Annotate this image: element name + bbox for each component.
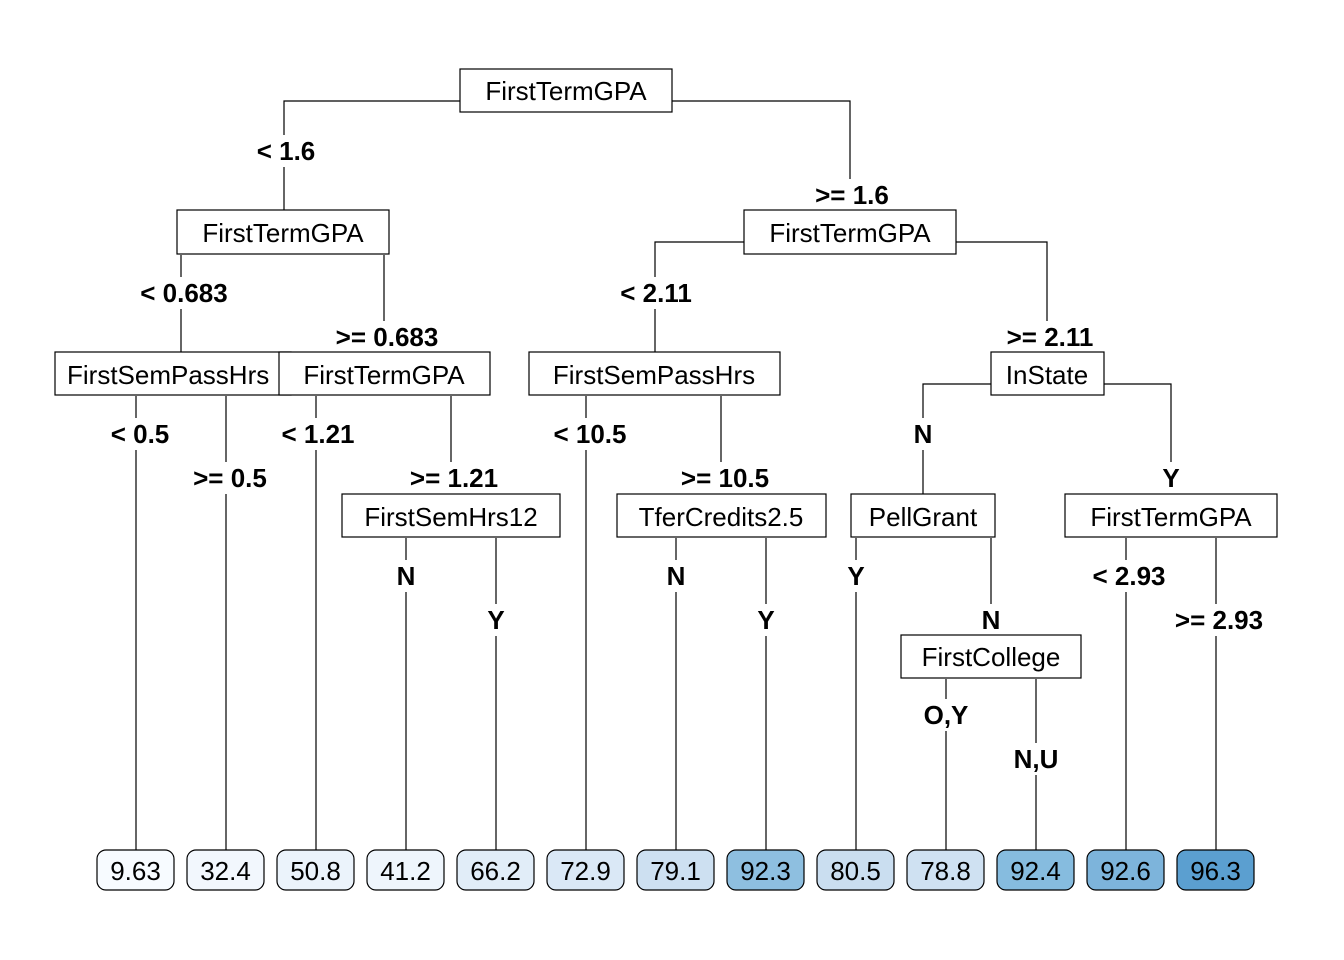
node-label: FirstTermGPA — [202, 218, 364, 248]
leaf-node: 79.1 — [636, 849, 715, 891]
split-label: N — [667, 561, 686, 591]
leaf-node: 32.4 — [186, 849, 265, 891]
leaf-value: 92.4 — [1010, 856, 1061, 886]
leaf-box — [636, 849, 715, 891]
node-label: InState — [1006, 360, 1088, 390]
tree-node: FirstTermGPA — [459, 68, 673, 113]
tree-node: FirstTermGPA — [278, 351, 491, 396]
node-label: TferCredits2.5 — [639, 502, 804, 532]
leaf-box — [996, 849, 1075, 891]
split-label: >= 1.6 — [815, 180, 889, 210]
node-label: FirstSemPassHrs — [67, 360, 269, 390]
split-label: < 10.5 — [553, 419, 626, 449]
leaf-value: 92.3 — [740, 856, 791, 886]
leaf-value: 9.63 — [110, 856, 161, 886]
split-label: < 1.6 — [257, 136, 316, 166]
edge-n3-right — [956, 241, 1048, 352]
node-label: PellGrant — [869, 502, 978, 532]
split-label: N — [397, 561, 416, 591]
leaf-node: 92.3 — [726, 849, 805, 891]
tree-node: FirstSemPassHrs — [528, 351, 781, 396]
tree-node: FirstTermGPA — [1064, 493, 1278, 538]
leaf-value: 78.8 — [920, 856, 971, 886]
edge-root-left — [283, 100, 460, 210]
leaf-value: 80.5 — [830, 856, 881, 886]
leaf-nodes: 9.63 32.4 50.8 41.2 66.2 72.9 79.1 92.3 80.5 78.8… — [96, 849, 1255, 891]
leaf-node: 92.6 — [1086, 849, 1165, 891]
split-label: N,U — [1014, 744, 1059, 774]
node-label: FirstSemPassHrs — [553, 360, 755, 390]
leaf-node: 78.8 — [906, 849, 985, 891]
leaf-node: 96.3 — [1176, 849, 1255, 891]
edge-n3-left — [654, 241, 744, 352]
leaf-node: 50.8 — [276, 849, 355, 891]
tree-node: FirstSemPassHrs — [54, 351, 292, 396]
node-label: FirstTermGPA — [1090, 502, 1252, 532]
leaf-value: 92.6 — [1100, 856, 1151, 886]
leaf-value: 66.2 — [470, 856, 521, 886]
leaf-node: 80.5 — [816, 849, 895, 891]
split-label: O,Y — [924, 700, 969, 730]
leaf-box — [186, 849, 265, 891]
tree-node: PellGrant — [850, 493, 996, 538]
split-label: >= 10.5 — [681, 463, 769, 493]
split-label: >= 1.21 — [410, 463, 498, 493]
split-label: N — [982, 605, 1001, 635]
leaf-value: 79.1 — [650, 856, 701, 886]
leaf-box — [726, 849, 805, 891]
leaf-box — [906, 849, 985, 891]
leaf-value: 41.2 — [380, 856, 431, 886]
tree-node: InState — [990, 351, 1105, 396]
split-label: >= 2.93 — [1175, 605, 1263, 635]
tree-edges — [135, 100, 1217, 850]
leaf-box — [96, 849, 175, 891]
leaf-box — [816, 849, 895, 891]
node-label: FirstTermGPA — [303, 360, 465, 390]
node-label: FirstSemHrs12 — [364, 502, 537, 532]
split-label: < 2.93 — [1092, 561, 1165, 591]
split-label: N — [914, 419, 933, 449]
edge-n7-right — [1104, 383, 1172, 494]
edge-n7-left — [922, 383, 991, 494]
split-label: Y — [1162, 463, 1179, 493]
leaf-box — [1176, 849, 1255, 891]
edge-root-right — [672, 100, 851, 210]
leaf-value: 72.9 — [560, 856, 611, 886]
tree-node: FirstSemHrs12 — [341, 493, 561, 538]
node-label: FirstTermGPA — [769, 218, 931, 248]
split-label: Y — [847, 561, 864, 591]
leaf-value: 32.4 — [200, 856, 251, 886]
leaf-box — [546, 849, 625, 891]
split-labels: < 1.6 >= 1.6 < 0.683 >= 0.683 < 2.11 >= … — [102, 135, 1272, 775]
leaf-node: 66.2 — [456, 849, 535, 891]
split-label: < 0.683 — [140, 278, 227, 308]
node-label: FirstTermGPA — [485, 76, 647, 106]
leaf-node: 72.9 — [546, 849, 625, 891]
leaf-node: 41.2 — [366, 849, 445, 891]
leaf-box — [456, 849, 535, 891]
leaf-box — [1086, 849, 1165, 891]
tree-node: TferCredits2.5 — [616, 493, 827, 538]
split-label: Y — [487, 605, 504, 635]
split-label: < 2.11 — [620, 278, 692, 308]
split-label: < 1.21 — [281, 419, 354, 449]
split-label: Y — [757, 605, 774, 635]
leaf-node: 92.4 — [996, 849, 1075, 891]
leaf-box — [366, 849, 445, 891]
split-label: < 0.5 — [111, 419, 170, 449]
split-label: >= 0.5 — [193, 463, 267, 493]
tree-node: FirstTermGPA — [743, 209, 957, 255]
tree-node: FirstTermGPA — [176, 209, 390, 255]
leaf-value: 96.3 — [1190, 856, 1241, 886]
leaf-value: 50.8 — [290, 856, 341, 886]
split-label: >= 0.683 — [336, 322, 439, 352]
split-label: >= 2.11 — [1007, 322, 1094, 352]
node-label: FirstCollege — [922, 642, 1061, 672]
leaf-box — [276, 849, 355, 891]
leaf-node: 9.63 — [96, 849, 175, 891]
tree-node: FirstCollege — [900, 634, 1082, 679]
decision-nodes: FirstTermGPA FirstTermGPA FirstTermGPA F… — [54, 68, 1278, 679]
